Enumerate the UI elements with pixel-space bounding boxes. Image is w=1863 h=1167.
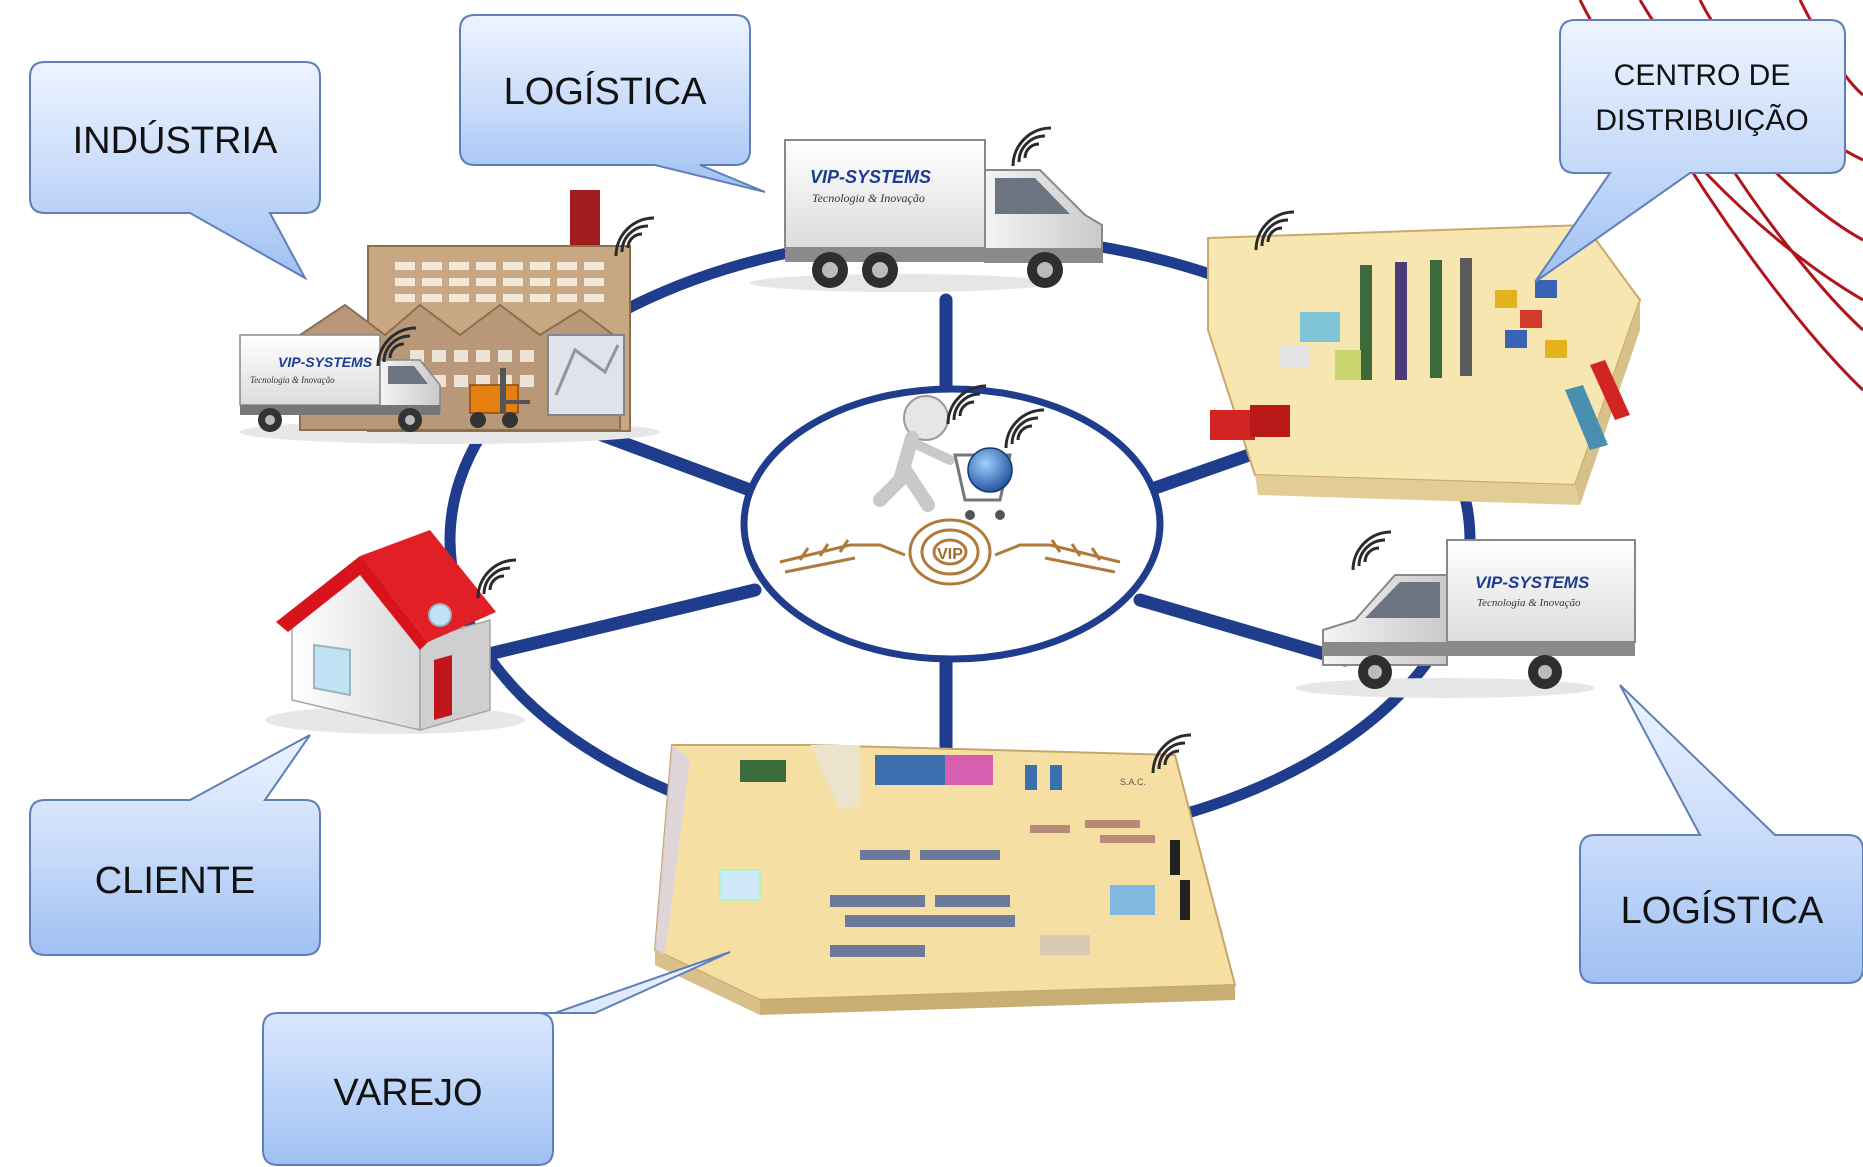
- callout-logistica-right: LOGÍSTICA: [1579, 684, 1863, 984]
- wifi-icon: [1011, 126, 1053, 168]
- industry-truck: VIP-SYSTEMS Tecnologia & Inovação: [239, 334, 441, 432]
- truck-tagline-text: Tecnologia & Inovação: [250, 375, 335, 385]
- callout-varejo: VAREJO: [262, 951, 731, 1166]
- retail-store-illustration: S.A.C.: [653, 733, 1237, 1015]
- truck-tagline-text: Tecnologia & Inovação: [812, 191, 925, 205]
- wifi-icon: [476, 558, 518, 600]
- factory-illustration: VIP-SYSTEMS Tecnologia & Inovação: [239, 190, 660, 444]
- rfid-antenna-logo: [779, 518, 1121, 586]
- callout-centro-distribuicao: CENTRO DE DISTRIBUIÇÃO: [1534, 19, 1846, 283]
- truck-brand-text: VIP-SYSTEMS: [1475, 573, 1590, 592]
- hub-logo-text: VIP: [937, 546, 963, 563]
- wifi-icon: [1351, 530, 1393, 572]
- callout-logistica-top: LOGÍSTICA: [459, 14, 766, 193]
- callout-varejo-text: VAREJO: [333, 1072, 482, 1114]
- logistics-truck-right: VIP-SYSTEMS Tecnologia & Inovação: [1295, 530, 1636, 698]
- store-sign-text: S.A.C.: [1120, 777, 1146, 787]
- logistics-truck-top: VIP-SYSTEMS Tecnologia & Inovação: [750, 126, 1103, 292]
- truck-brand-text: VIP-SYSTEMS: [278, 354, 373, 370]
- truck-brand-text: VIP-SYSTEMS: [810, 167, 931, 187]
- callout-logistica-top-text: LOGÍSTICA: [504, 70, 707, 113]
- callout-centro-line2: DISTRIBUIÇÃO: [1595, 103, 1808, 137]
- callout-industria-text: INDÚSTRIA: [73, 119, 278, 162]
- shopper-figure: [873, 384, 1046, 520]
- distribution-center-illustration: [1207, 210, 1642, 505]
- callout-centro-line1: CENTRO DE: [1614, 59, 1791, 92]
- callout-industria: INDÚSTRIA: [29, 61, 321, 281]
- house-illustration: [265, 530, 525, 734]
- truck-tagline-text: Tecnologia & Inovação: [1477, 597, 1581, 609]
- callout-cliente: CLIENTE: [29, 734, 321, 956]
- forklift: [469, 368, 530, 428]
- wifi-icon: [614, 216, 656, 258]
- callout-logistica-right-text: LOGÍSTICA: [1621, 889, 1824, 932]
- central-hub: VIP: [740, 384, 1164, 663]
- callout-cliente-text: CLIENTE: [95, 860, 255, 902]
